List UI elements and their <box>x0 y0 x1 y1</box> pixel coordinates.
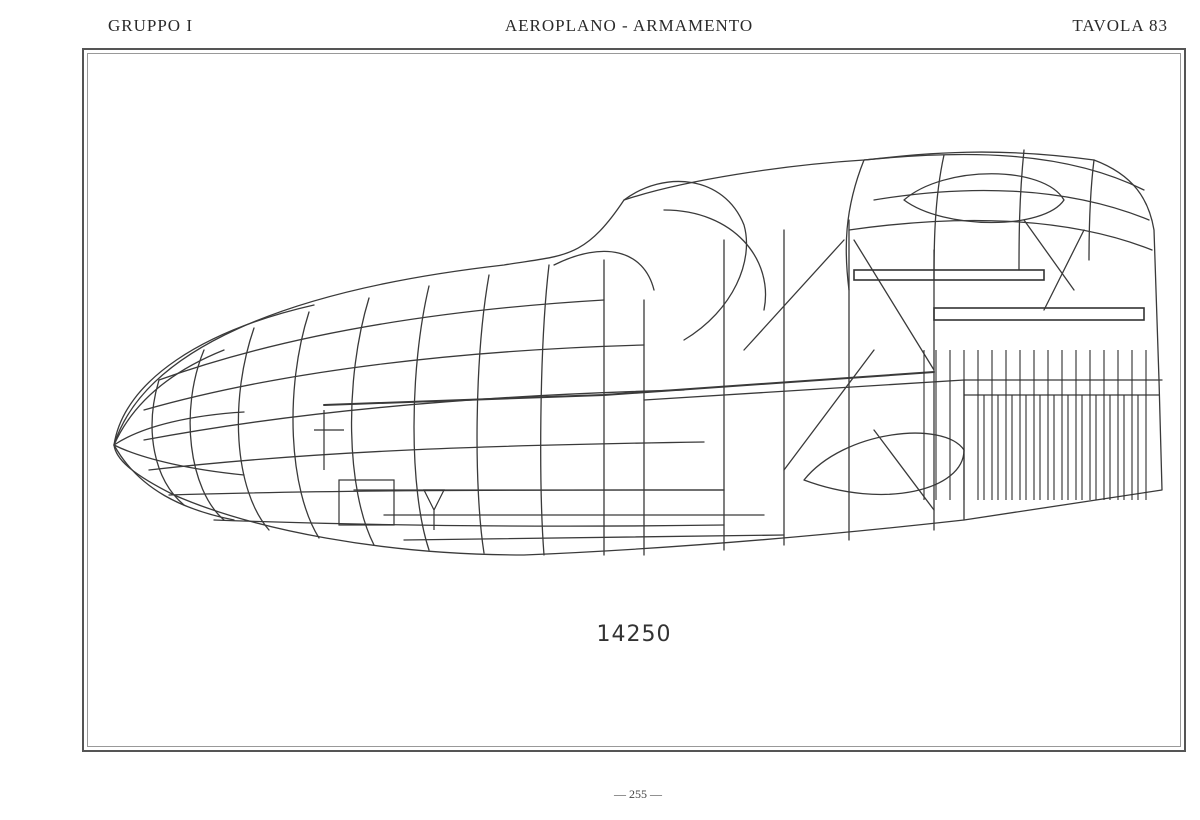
nose-rib <box>113 349 225 446</box>
canopy-arc <box>663 209 767 311</box>
gun-support <box>314 410 344 470</box>
diagonal-brace <box>1043 229 1085 311</box>
hull-outline <box>113 151 1163 556</box>
figure-part-number: 14250 <box>596 622 672 647</box>
frame-ring <box>413 285 430 551</box>
stringer <box>143 389 685 441</box>
floor-beam <box>403 534 785 541</box>
bomb-rack-trays <box>853 269 1145 321</box>
rack-tray-upper <box>853 269 1045 281</box>
nose-rib <box>113 444 245 476</box>
frame-ring <box>476 274 490 554</box>
stringer <box>168 489 725 496</box>
plate-label: TAVOLA 83 <box>1072 16 1168 35</box>
plate-frame: 14250 <box>82 48 1186 752</box>
frame-ring <box>151 379 185 506</box>
dorsal-ellipse <box>903 173 1065 224</box>
frame-ring <box>292 311 320 539</box>
bomb-cylinders <box>923 350 1147 500</box>
frame-ring <box>237 327 270 531</box>
stringer <box>158 299 605 381</box>
diagonal-brace <box>873 429 935 511</box>
dorsal-frame <box>933 154 945 281</box>
dorsal-frame <box>1088 159 1095 261</box>
fuselage-structure-drawing <box>113 149 1163 556</box>
stringer <box>148 441 705 471</box>
page-header: GRUPPO I AEROPLANO - ARMAMENTO TAVOLA 83 <box>0 16 1200 40</box>
group-label: GRUPPO I <box>108 16 193 35</box>
stringer <box>143 344 645 411</box>
plate-frame-inner <box>87 53 1181 747</box>
frame-ring <box>350 297 375 546</box>
frame-ring <box>189 349 225 521</box>
frame-ring <box>540 264 550 556</box>
equipment <box>314 410 445 530</box>
canopy-arc <box>623 180 748 341</box>
gunsight-mount <box>423 489 445 530</box>
dorsal-stringer <box>873 189 1150 221</box>
nose-rib <box>113 444 235 521</box>
dorsal-frame <box>1018 149 1025 271</box>
diagonal-brace <box>743 239 845 351</box>
dorsal-frame <box>845 159 865 291</box>
section-title: AEROPLANO - ARMAMENTO <box>504 16 754 35</box>
floor-beam <box>643 379 965 401</box>
nose-rib <box>113 304 315 446</box>
canopy-arc <box>553 250 655 291</box>
diagonal-brace <box>853 239 935 371</box>
dorsal-stringer <box>848 219 1153 251</box>
diagonal-brace <box>1023 219 1075 291</box>
control-rod <box>323 371 935 406</box>
dorsal-stringer <box>863 153 1145 191</box>
page-number: — 255 — <box>614 787 662 801</box>
nose-rib <box>113 411 245 446</box>
ammunition-box <box>338 479 395 526</box>
stringer <box>213 519 725 527</box>
diagonal-brace <box>783 349 875 471</box>
rack-tray-lower <box>933 307 1145 321</box>
